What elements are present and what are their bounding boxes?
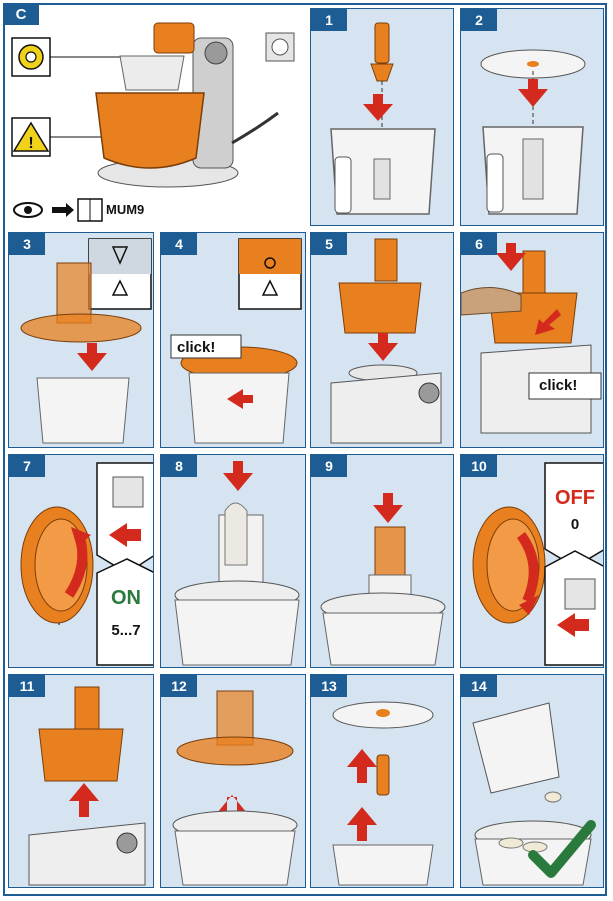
step-number: 4 [161,233,197,255]
step-3-illustration [20,238,152,444]
down-arrow-icon [223,461,253,491]
turn-arrow-icon [71,527,91,547]
up-arrow-icon [69,783,99,817]
manual-reference: MUM9 [106,202,145,217]
down-arrow-icon [496,243,526,271]
step-1-illustration [330,22,436,215]
svg-text:!: ! [28,135,33,152]
step-number: 10 [461,455,497,477]
speed-zero-label: 0 [570,515,580,533]
step-9-illustration [320,493,446,666]
step-number: 6 [461,233,497,255]
turn-arrow-icon [535,309,561,335]
eye-icon [13,202,43,218]
turn-arrow-icon [519,595,539,615]
step-panel-5: 5 [310,232,454,448]
step-panel-7: 7 ON 5...7 [8,454,154,668]
step-7-illustration [20,462,153,666]
down-arrow-icon [363,94,393,121]
unplug-arrow-icon [557,613,589,637]
step-panel-10: 10 OFF 0 [460,454,604,668]
step-panel-4: 4 click! [160,232,306,448]
step-number: 14 [461,675,497,697]
step-panel-11: 11 [8,674,154,888]
step-5-illustration [330,238,442,444]
click-callout: click! [539,377,578,394]
down-arrow-icon [368,333,398,361]
off-label: OFF [555,486,595,509]
speed-range-label: 5...7 [111,621,141,639]
arrow-right-icon [52,203,74,217]
step-13-illustration [332,701,434,886]
up-arrow-icon [217,795,247,813]
plug-arrow-icon [109,523,141,547]
appliance-overview: ! MUM9 [8,8,302,226]
on-label: ON [111,586,141,609]
step-number: 9 [311,455,347,477]
step-number: 8 [161,455,197,477]
step-11-illustration [28,686,146,886]
step-number: 3 [9,233,45,255]
up-arrow-icon-2 [347,807,377,841]
step-14-illustration [472,702,596,886]
step-panel-8: 8 [160,454,306,668]
section-label: C [3,3,39,25]
caution-triangle-icon: ! [11,117,163,157]
step-number: 1 [311,9,347,31]
step-10-illustration [472,462,603,666]
step-number: 5 [311,233,347,255]
step-panel-6: 6 click! [460,232,604,448]
gear-warning-icon [11,37,136,77]
manual-book-icon [77,198,103,222]
down-arrow-icon [373,493,403,523]
up-arrow-icon [347,749,377,783]
socket-icon [265,32,295,62]
down-arrow-icon [518,79,548,107]
left-arrow-icon [227,389,253,409]
step-number: 12 [161,675,197,697]
step-4-illustration [170,238,302,444]
down-arrow-icon [77,343,107,371]
step-number: 13 [311,675,347,697]
step-panel-13: 13 [310,674,454,888]
socket-icon [564,578,596,610]
socket-icon [112,476,144,508]
step-panel-3: 3 [8,232,154,448]
step-2-illustration [480,49,586,215]
step-8-illustration [174,461,300,666]
step-panel-2: 2 [460,8,604,226]
appliance-illustration: ! [11,22,295,222]
step-6-illustration [461,243,602,434]
step-panel-12: 12 [160,674,306,888]
step-number: 2 [461,9,497,31]
step-panel-14: 14 [460,674,604,888]
click-callout: click! [177,339,216,356]
step-number: 7 [9,455,45,477]
checkmark-icon [528,820,596,878]
step-12-illustration [172,690,298,886]
step-number: 11 [9,675,45,697]
step-panel-9: 9 [310,454,454,668]
step-panel-1: 1 [310,8,454,226]
